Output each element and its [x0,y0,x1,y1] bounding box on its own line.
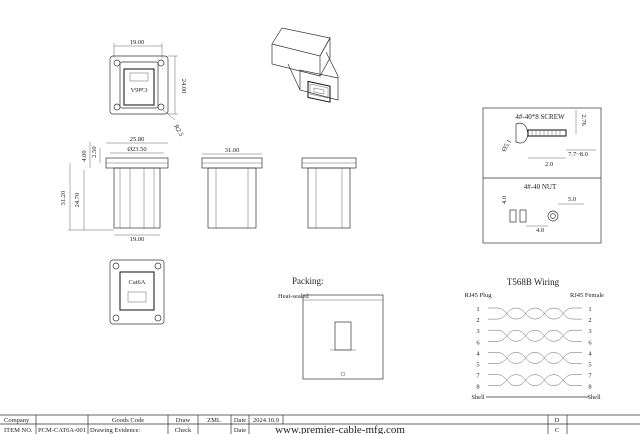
drawer: ZML [207,417,221,424]
screw-shank [527,129,567,137]
plug-pin-label: 2 [476,317,479,324]
plug-pin-label: 7 [476,373,480,380]
twisted-pair-wire [488,329,582,342]
mounting-flange [109,55,169,115]
shell-left: Shell [471,394,485,401]
top-height-dim: 24.00 [180,79,187,94]
twisted-pair-wire [488,352,582,364]
plug-pin-label: 4 [476,350,480,357]
rev-d: D [555,417,560,424]
female-pin-label: 1 [588,306,591,313]
female-pin-label: 4 [588,350,592,357]
female-pin-label: 2 [588,317,591,324]
wire-pairs: 1 1 2 2 3 3 6 6 4 4 5 5 7 7 8 8 [476,306,592,391]
check-label: Check [175,427,192,434]
plug-pin-label: 8 [476,384,479,391]
title-block: Company ITEM NO. PCM-CAT6A-001 Goods Cod… [0,414,640,434]
front-view: Cat6A [109,259,165,325]
nut-side-b [519,209,527,223]
twisted-pair-wire [488,374,582,386]
nut-outer [547,210,559,222]
female-pin-label: 6 [588,339,592,346]
female-header: RJ45 Female [570,292,604,299]
side-view-dimensioned: 25.80 Ø23.50 4.00 2.50 31.20 24.70 19.00 [60,136,169,243]
length-dim: 31.00 [225,147,240,154]
screw-dia: Ø5.1 [501,138,513,153]
nut-side-a [509,209,517,223]
flange-dim: 25.80 [130,136,145,143]
front-jack-label: Cat6A [129,279,146,286]
top-view: 19.00 Cat6A 24.00 R2.5 [109,39,187,138]
plug-pin-label: 3 [476,328,479,335]
date-label: Date [234,417,246,424]
company-label: Company [4,417,30,424]
screw-thread: 2.0 [545,161,553,168]
radius-dim: R2.5 [172,124,184,138]
item-no: PCM-CAT6A-001 [38,427,86,434]
heat-seal-label: Heat-sealed [278,293,309,300]
mount-hole-top-right [157,59,165,67]
twisted-pair-wire [488,329,582,342]
rev-c: C [555,427,559,434]
female-pin-label: 5 [588,362,591,369]
female-pin-label: 8 [588,384,591,391]
shell-right: Shell [587,394,601,401]
mount-hole-top-left [113,59,121,67]
mount-hole-bottom-right [157,103,165,111]
side-view-2: 31.00 [201,147,263,229]
item-label: ITEM NO. [4,427,33,434]
body-dim: 19.00 [130,236,145,243]
screw-nut-panel: 4#-40*8 SCREW Ø5.1 2.76 2.0 7.7~8.0 4#-4… [482,107,602,244]
screw-head [515,122,529,144]
plug-pin-label: 6 [476,339,480,346]
nut-od: 5.0 [568,196,576,203]
website-link[interactable]: www.premier-cable-mfg.com [275,424,405,434]
nut-w: 4.0 [536,227,544,234]
iso-view [271,27,339,103]
goods-label: Goods Code [112,417,144,424]
twisted-pair-wire [488,374,582,386]
plug-pin-label: 5 [476,362,479,369]
screw-length: 2.76 [580,114,587,126]
side-view-3 [301,157,357,229]
plug-header: RJ45 Plug [465,292,493,299]
nut-inner [550,213,556,219]
mount-hole-bottom-left [113,103,121,111]
draw-label: Draw [176,417,191,424]
packing-title: Packing: [292,276,324,286]
twisted-pair-wire [488,307,582,320]
female-pin-label: 7 [588,373,592,380]
wiring-title: T568B Wiring [507,277,560,287]
twisted-pair-wire [488,352,582,364]
nut-thk: 4.0 [501,196,508,204]
female-pin-label: 3 [588,328,591,335]
packing-bag [302,294,384,380]
date-label-2: Date [234,427,246,434]
jack-opening [123,68,155,106]
screw-title: 4#-40*8 SCREW [515,113,565,121]
dim-4: 4.00 [81,150,88,161]
plug-pin-label: 1 [476,306,479,313]
height-a: 31.20 [60,191,67,206]
dim-2-5: 2.50 [91,146,98,157]
top-width-dim: 19.00 [130,39,145,46]
bore-dim: Ø23.50 [127,146,146,153]
packing-view: Packing: Heat-sealed [278,276,384,380]
wiring-diagram: T568B Wiring RJ45 Plug RJ45 Female 1 1 2 2 3… [465,277,605,401]
screw-total: 7.7~8.0 [568,151,588,158]
twisted-pair-wire [488,307,582,320]
top-jack-label: Cat6A [130,86,147,93]
evidence-label: Drawing Evidence: [90,427,141,434]
side-body [113,167,161,229]
date-value: 2024.10.9 [253,417,279,424]
height-b: 24.70 [74,193,81,208]
nut-title: 4#-40 NUT [524,183,557,191]
